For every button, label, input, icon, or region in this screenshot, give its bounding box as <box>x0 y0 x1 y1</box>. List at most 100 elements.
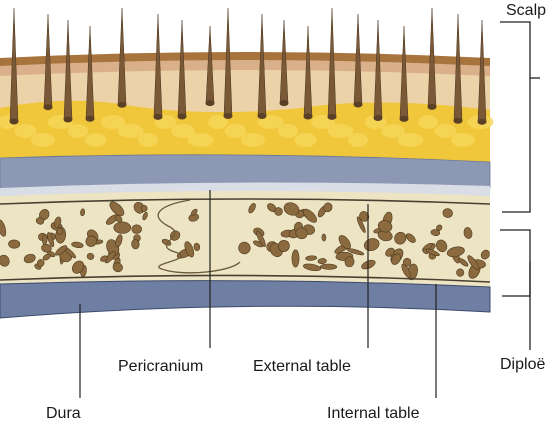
diploe-pore <box>131 224 142 234</box>
fat-lobule <box>171 124 195 138</box>
hair-bulb <box>303 113 313 120</box>
diploe-pore <box>72 260 85 274</box>
diploe-pore <box>323 202 333 213</box>
fat-lobule <box>208 115 228 129</box>
diploe-pore <box>458 258 469 267</box>
diploe-pore <box>142 212 148 221</box>
diploe-pore <box>377 220 393 233</box>
diploe-pore <box>35 217 45 225</box>
diploe-pore <box>356 216 366 233</box>
fat-lobule <box>68 124 88 138</box>
diploe-pore <box>131 239 140 250</box>
diploe-pore <box>320 263 338 270</box>
leader-lines <box>79 190 437 398</box>
diploe-pore <box>141 205 148 212</box>
diploe-pore <box>467 255 480 271</box>
diploe-pore <box>295 227 308 240</box>
fat-lobule <box>117 124 144 138</box>
diploe-pore <box>394 231 407 245</box>
hair-bulb <box>327 113 337 120</box>
diploe-pore <box>36 259 45 268</box>
diploe-pore <box>85 235 97 247</box>
hair-bulb <box>453 117 463 124</box>
diploe-pore <box>401 263 411 279</box>
diploe-pore <box>291 249 300 268</box>
dura-label: Dura <box>46 405 81 422</box>
diploe-pore <box>344 256 355 268</box>
diploe-pore <box>305 255 318 261</box>
diploe-pore <box>104 251 116 264</box>
hair-bulb <box>85 115 95 122</box>
fat-lobule <box>418 115 438 129</box>
pericranium-label: Pericranium <box>118 358 204 375</box>
hair-bulb <box>117 101 127 108</box>
external-table-label: External table <box>253 358 351 375</box>
fat-lobule <box>14 124 37 138</box>
hair-bulb <box>9 118 19 125</box>
diploe-pore <box>47 232 55 248</box>
diploe-pore <box>86 252 95 260</box>
diploe-pore <box>446 246 465 258</box>
diploe-pores <box>0 201 490 281</box>
scalp-bracket <box>500 21 540 213</box>
fat-lobule <box>224 124 247 138</box>
diploe-pore <box>385 247 395 257</box>
diploe-pore <box>256 230 266 247</box>
diploe-pore <box>248 203 256 214</box>
hair-bulb <box>373 115 383 122</box>
diploe-pore <box>317 258 327 265</box>
internal-table-label: Internal table <box>327 405 420 422</box>
diploe-pore <box>346 248 365 256</box>
hair-bulb <box>399 115 409 122</box>
hair-bulb <box>153 113 163 120</box>
internal-table-line <box>0 274 491 283</box>
diploe-pore <box>42 233 48 246</box>
fat-lobule <box>451 133 475 147</box>
diploe-pore <box>405 233 416 243</box>
hair-bulb <box>63 116 73 123</box>
diploe-pore <box>430 229 441 236</box>
fat-lobule <box>397 133 424 147</box>
hair-bulb <box>43 104 53 111</box>
diploe-pore <box>303 263 322 272</box>
scalp-label: Scalp <box>506 2 547 19</box>
diploe-pore <box>190 208 198 216</box>
diploe-pore <box>425 248 440 257</box>
hair-bulb <box>205 100 215 107</box>
diploe-pore <box>55 245 68 256</box>
external-table-line <box>0 198 491 205</box>
diploe-pore <box>8 239 21 249</box>
fat-lobule <box>241 133 265 147</box>
diploe-pore <box>193 242 201 251</box>
diploe-pore <box>115 234 123 248</box>
diploe-pore <box>184 241 195 258</box>
diploe-pore <box>56 227 64 235</box>
fat-lobule <box>434 124 457 138</box>
diploe-pore <box>435 239 448 253</box>
diploe-pore <box>283 202 300 216</box>
diploe-pore <box>112 262 123 273</box>
hair-bulb <box>477 118 487 125</box>
fat-lobule <box>294 133 317 147</box>
fat-lobule <box>138 133 158 147</box>
diploe-pore <box>277 240 290 252</box>
diploe-pore <box>80 208 86 217</box>
fat-lobule <box>187 133 214 147</box>
diploe-pore <box>0 219 7 237</box>
diploe-pore <box>113 221 132 234</box>
dura-layer <box>0 280 491 319</box>
fat-lobule <box>381 124 405 138</box>
diploe-pore <box>41 243 52 253</box>
diploe-label: Diploë <box>500 356 546 373</box>
diploe-pore <box>115 215 123 223</box>
hair-bulb <box>279 100 289 107</box>
hair-bulb <box>223 113 233 120</box>
diploe-pore <box>42 253 51 261</box>
fat-lobule <box>348 133 368 147</box>
hair-bulb <box>257 113 267 120</box>
diploe-pore <box>71 241 84 249</box>
fat-lobule <box>278 124 298 138</box>
hair-bulb <box>427 103 437 110</box>
diploe-pore <box>100 255 108 262</box>
